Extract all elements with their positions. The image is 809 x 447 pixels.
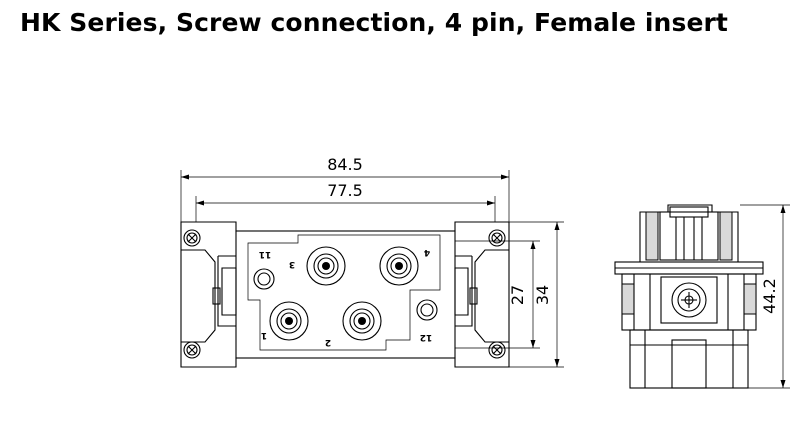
contact-12 (416, 299, 438, 321)
dimension-height-inner-label: 27 (508, 285, 527, 305)
pin-label-2: 2 (325, 337, 331, 347)
pin-label-12: 12 (420, 332, 433, 342)
corner-screw-bottom-left (183, 341, 201, 359)
dimension-height-outer: 34 (509, 221, 564, 368)
front-view: 84.5 77.5 (180, 155, 564, 368)
dimension-side-height: 44.2 (740, 204, 790, 389)
dimension-width-outer: 84.5 (180, 155, 510, 222)
contact-4 (379, 246, 419, 286)
contact-1 (269, 301, 309, 341)
contact-3 (306, 246, 346, 286)
pin-label-3: 3 (289, 259, 295, 269)
pin-label-4: 4 (424, 247, 430, 257)
dimension-width-outer-label: 84.5 (327, 155, 363, 174)
dimension-side-height-label: 44.2 (760, 278, 779, 314)
corner-screw-top-left (183, 229, 201, 247)
corner-screw-top-right (488, 229, 506, 247)
contact-11 (253, 268, 275, 290)
page-title: HK Series, Screw connection, 4 pin, Fema… (20, 8, 728, 37)
dimension-width-inner-label: 77.5 (327, 181, 363, 200)
dimension-width-inner: 77.5 (195, 181, 496, 222)
dimension-height-outer-label: 34 (533, 285, 552, 305)
side-view: 44.2 (614, 204, 790, 389)
corner-screw-bottom-right (488, 341, 506, 359)
dimension-height-inner: 27 (455, 240, 540, 349)
contact-2 (342, 301, 382, 341)
pin-label-11: 11 (259, 249, 272, 259)
pin-label-1: 1 (261, 330, 267, 340)
